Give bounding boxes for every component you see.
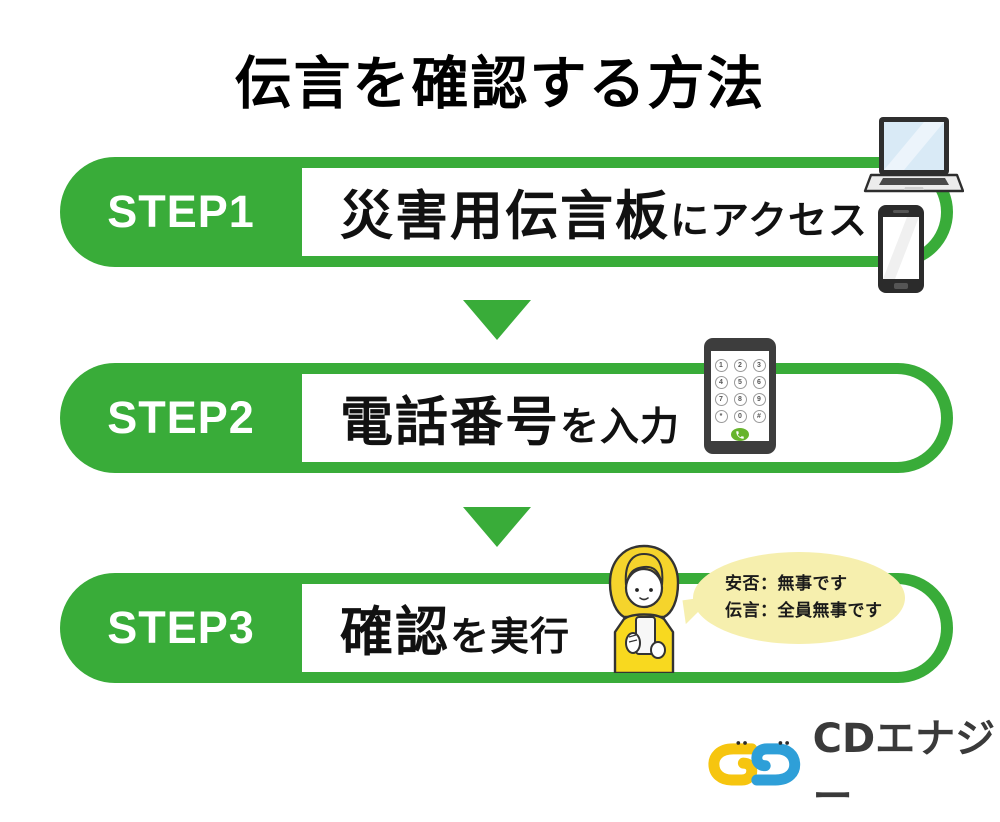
speech-bubble: 安否：無事です 伝言：全員無事です: [693, 552, 905, 644]
down-arrow-icon: [463, 300, 531, 340]
step2-content-box: 電話番号を入力: [302, 374, 941, 462]
keypad-grid: 1 2 3 4 5 6 7 8 9 * 0 #: [714, 359, 766, 423]
step1-label: STEP1: [107, 186, 255, 237]
step2-main-text: 電話番号: [340, 392, 560, 453]
step1-row: STEP1 災害用伝言板にアクセス: [60, 157, 953, 267]
bubble-line-1: 安否：無事です: [725, 574, 848, 594]
keypad-key: 6: [752, 376, 766, 389]
step3-main-text: 確認: [340, 602, 450, 663]
step3-sub-text: を実行: [450, 615, 571, 660]
cd-energy-mark-icon: [708, 741, 801, 786]
laptop-icon: [863, 117, 964, 193]
keypad-key: 3: [752, 359, 766, 372]
step3-text: 確認を実行: [340, 590, 570, 666]
step2-text: 電話番号を入力: [340, 380, 680, 456]
step1-sub-text: にアクセス: [670, 199, 869, 244]
step2-sub-text: を入力: [560, 405, 681, 450]
call-icon: [731, 428, 749, 441]
down-arrow-icon: [463, 507, 531, 547]
page-title: 伝言を確認する方法: [234, 51, 766, 117]
step1-content-box: 災害用伝言板にアクセス: [302, 168, 941, 256]
bubble-line-2: 伝言：全員無事です: [725, 601, 883, 621]
step2-row: STEP2 電話番号を入力: [60, 363, 953, 473]
keypad-key: 2: [733, 359, 747, 372]
keypad-key: 9: [752, 393, 766, 406]
keypad-key: *: [714, 410, 728, 423]
keypad-key: #: [752, 410, 766, 423]
keypad-key: 7: [714, 393, 728, 406]
phone-keypad-screen: 1 2 3 4 5 6 7 8 9 * 0 #: [711, 351, 769, 441]
phone-keypad-icon: 1 2 3 4 5 6 7 8 9 * 0 #: [704, 338, 776, 454]
infographic-canvas: 伝言を確認する方法 STEP1 災害用伝言板にアクセス STEP2 電話番号を入…: [60, 51, 996, 820]
step2-label: STEP2: [107, 392, 255, 443]
keypad-key: 4: [714, 376, 728, 389]
step1-text: 災害用伝言板にアクセス: [340, 174, 868, 250]
company-logo: CDエナジー: [708, 706, 1000, 822]
keypad-key: 8: [733, 393, 747, 406]
step1-main-text: 災害用伝言板: [340, 186, 670, 247]
keypad-key: 0: [733, 410, 747, 423]
keypad-key: 5: [733, 376, 747, 389]
smartphone-icon: [878, 205, 924, 293]
woman-with-smartphone-illustration: [608, 544, 680, 673]
logo-text: CDエナジー: [812, 716, 996, 820]
step3-label: STEP3: [107, 602, 255, 653]
keypad-key: 1: [714, 359, 728, 372]
